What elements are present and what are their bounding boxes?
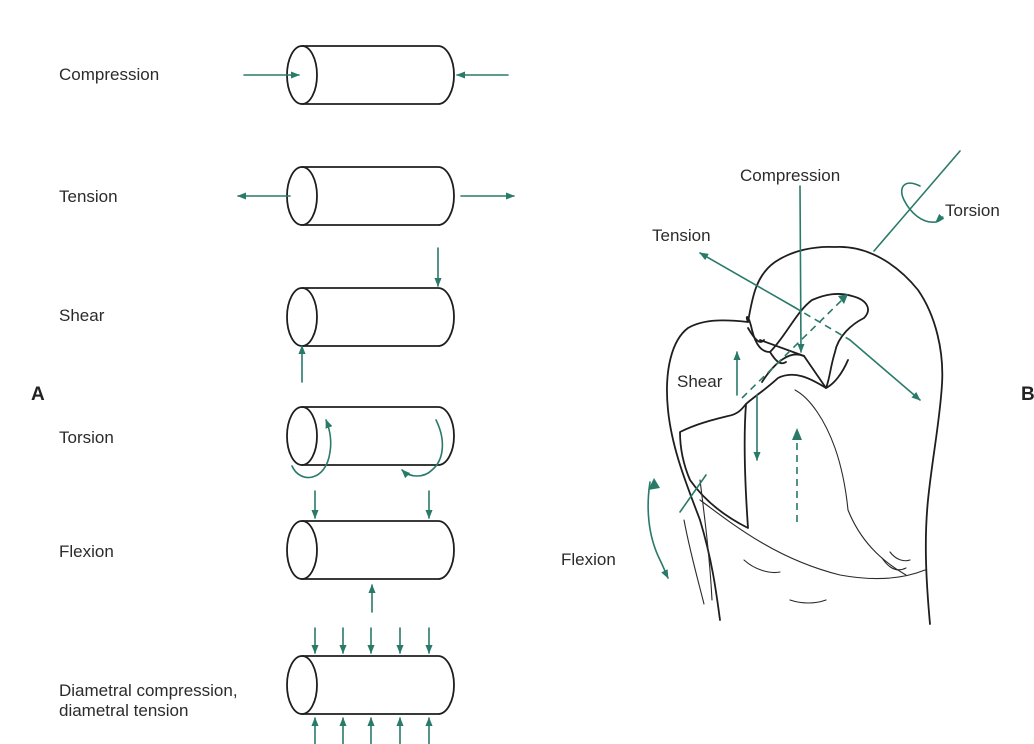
b-shear-arrows xyxy=(737,352,757,460)
cylinder-tension xyxy=(238,167,514,225)
b-tension-arrow xyxy=(700,253,920,400)
cylinder-shear xyxy=(287,248,454,382)
tooth-outline xyxy=(667,247,942,624)
cylinder-compression xyxy=(244,46,508,104)
b-compression-arrow xyxy=(800,186,801,352)
cylinder-diametral xyxy=(287,628,454,744)
cylinder-flexion xyxy=(287,491,454,612)
b-torsion-arrow xyxy=(874,151,960,251)
b-dashed-arrows xyxy=(742,294,848,522)
cylinder-torsion xyxy=(287,407,454,478)
